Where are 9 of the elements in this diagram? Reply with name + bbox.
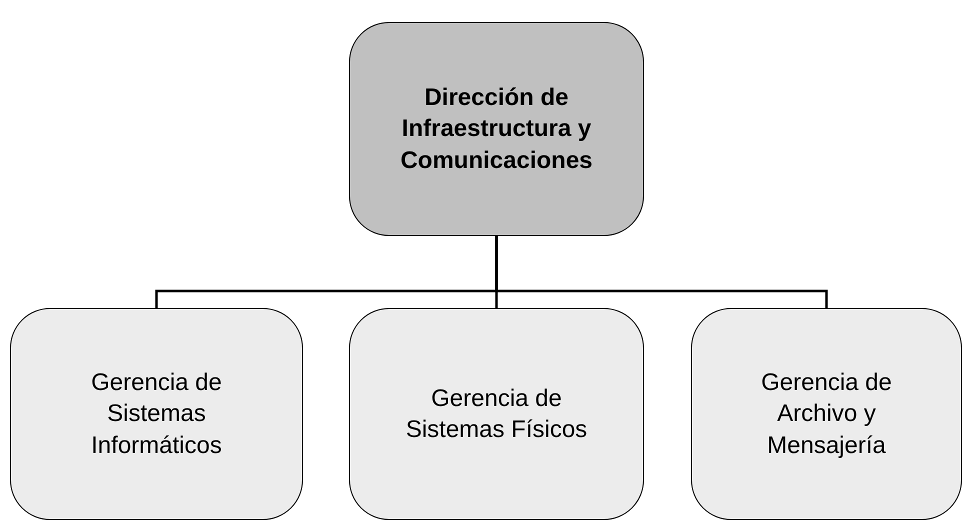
node-title: Gerencia de Sistemas Físicos bbox=[404, 384, 588, 445]
director-box bbox=[349, 22, 644, 236]
node-title: Gerencia de Sistemas Informáticos bbox=[90, 368, 223, 461]
department-box bbox=[10, 308, 303, 520]
department-box bbox=[691, 308, 962, 520]
node-title: Dirección de Infraestructura y Comunicaciones bbox=[399, 83, 594, 176]
node-title: Gerencia de Archivo y Mensajería bbox=[760, 368, 893, 461]
department-box bbox=[349, 308, 644, 520]
connector-line bbox=[495, 236, 828, 308]
